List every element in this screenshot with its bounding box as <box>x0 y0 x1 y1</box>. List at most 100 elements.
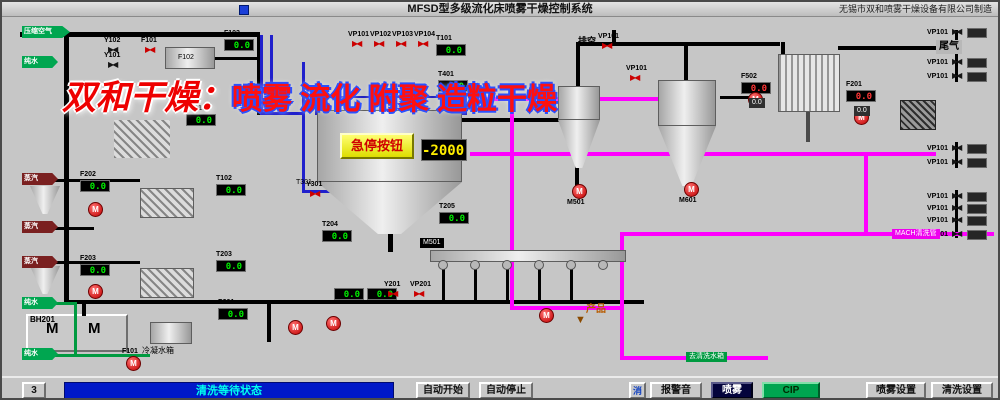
pipe <box>215 57 259 60</box>
cyclone2-body <box>658 80 716 126</box>
pipe <box>570 262 573 302</box>
valve-icon[interactable]: ▶◀ <box>374 39 384 48</box>
diagram-label: BH201 <box>30 315 55 324</box>
motor-tag: M501 <box>567 199 585 206</box>
valve-icon[interactable]: ▶◀ <box>418 39 428 48</box>
pipe <box>955 190 958 238</box>
valve-icon[interactable]: ▶◀ <box>352 39 362 48</box>
valve-icon[interactable]: ▶◀ <box>952 191 962 200</box>
valve-tag: VP101 <box>348 31 370 38</box>
motor-icon[interactable]: M <box>572 184 587 199</box>
spray-button[interactable]: 喷雾 <box>711 382 753 398</box>
display-F102: 0.0 <box>224 39 254 51</box>
mute-icon-button[interactable]: 消 <box>629 382 646 398</box>
condenser <box>778 54 840 112</box>
valve-icon[interactable]: ▶◀ <box>952 71 962 80</box>
flow-arrow: 纯水 <box>22 56 58 68</box>
pipe <box>42 354 150 357</box>
display-T401: 0.0 <box>438 80 468 92</box>
display-tag: F102 <box>224 30 240 37</box>
valve-icon[interactable]: ▶◀ <box>414 289 424 298</box>
valve-icon[interactable]: ▶◀ <box>145 45 155 54</box>
valve-tag: F101 <box>141 37 157 44</box>
cip-button[interactable]: CIP <box>762 382 820 398</box>
pipe <box>260 35 263 115</box>
valve-tag: VP101 <box>926 73 948 80</box>
pipe <box>622 232 994 236</box>
pipe <box>955 30 958 82</box>
display-tag: F502 <box>741 73 757 80</box>
pipe <box>267 304 271 342</box>
valve-icon[interactable]: ▶◀ <box>952 27 962 36</box>
right-filter <box>900 100 936 130</box>
heater-low <box>140 268 194 298</box>
valve-tag: Y201 <box>384 281 401 288</box>
alarm-mute-button[interactable]: 报警音 <box>650 382 702 398</box>
valve-tag: Y101 <box>104 52 121 59</box>
title-bar: MFSD型多级流化床喷雾干燥控制系统 无锡市双和喷雾干燥设备有限公司制造 <box>2 2 998 17</box>
page-button[interactable]: 3 <box>22 382 46 398</box>
pipe <box>620 232 624 360</box>
pipe <box>538 262 541 302</box>
display-tag: T203 <box>216 251 232 258</box>
valve-icon[interactable]: ▶◀ <box>952 157 962 166</box>
diagram-label: T301 <box>296 179 312 186</box>
motor-icon[interactable]: M <box>326 316 341 331</box>
valve-icon[interactable]: ▶◀ <box>630 73 640 82</box>
display-tag: T102 <box>216 175 232 182</box>
pipe <box>54 227 94 230</box>
pipe <box>575 166 579 188</box>
motor-tag: M601 <box>679 197 697 204</box>
product-arrow-icon: ▼ <box>575 314 586 326</box>
motor-icon[interactable]: M <box>126 356 141 371</box>
motor-icon[interactable]: M <box>539 308 554 323</box>
display-value: 0.0 <box>334 288 364 300</box>
display-T203: 0.0 <box>216 260 246 272</box>
pipe <box>474 262 477 302</box>
pipe <box>806 112 810 142</box>
motor-icon[interactable]: M <box>684 182 699 197</box>
diagram-label: 尾气 <box>936 40 962 54</box>
diagram-label: 0.0 <box>854 106 870 117</box>
valve-icon[interactable]: ▶◀ <box>952 215 962 224</box>
status-bar: 清洗等待状态 <box>64 382 394 398</box>
valve-icon[interactable]: ▶◀ <box>952 229 962 238</box>
valve-readout <box>967 28 987 38</box>
valve-icon[interactable]: ▶◀ <box>952 203 962 212</box>
motor-icon[interactable]: M <box>88 284 103 299</box>
flow-arrow: 纯水 <box>22 348 58 360</box>
auto-stop-button[interactable]: 自动停止 <box>479 382 533 398</box>
display-tag: F201 <box>846 81 862 88</box>
pipe <box>510 306 622 310</box>
pipe <box>510 100 514 308</box>
valve-icon[interactable]: ▶◀ <box>952 57 962 66</box>
valve-tag: VP101 <box>926 217 948 224</box>
valve-readout <box>967 158 987 168</box>
conveyor-wheel <box>534 260 544 270</box>
valve-icon[interactable]: ▶◀ <box>388 289 398 298</box>
auto-start-button[interactable]: 自动开始 <box>416 382 470 398</box>
valve-icon[interactable]: ▶◀ <box>396 39 406 48</box>
spray-settings-button[interactable]: 喷雾设置 <box>866 382 926 398</box>
pipe <box>838 46 938 50</box>
valve-icon[interactable]: ▶◀ <box>108 45 118 54</box>
conveyor-wheel <box>598 260 608 270</box>
pipe <box>864 154 868 234</box>
bh201-panel <box>26 314 128 352</box>
flow-arrow: 蒸汽 <box>22 221 58 233</box>
valve-icon[interactable]: ▶◀ <box>602 41 612 50</box>
valve-icon[interactable]: ▶◀ <box>108 60 118 69</box>
valve-readout <box>967 58 987 68</box>
pipe <box>74 302 77 356</box>
valve-icon[interactable]: ▶◀ <box>952 143 962 152</box>
emergency-stop-button[interactable]: 急停按钮 <box>340 133 414 159</box>
pipe <box>54 261 140 264</box>
valve-icon[interactable]: ▶◀ <box>310 189 320 198</box>
clean-settings-button[interactable]: 清洗设置 <box>931 382 993 398</box>
manufacturer-label: 无锡市双和喷雾干燥设备有限公司制造 <box>838 4 992 14</box>
conveyor-wheel <box>438 260 448 270</box>
motor-icon[interactable]: M <box>288 320 303 335</box>
motor-icon[interactable]: M <box>88 202 103 217</box>
valve-tag: VP201 <box>410 281 432 288</box>
valve-readout <box>967 144 987 154</box>
